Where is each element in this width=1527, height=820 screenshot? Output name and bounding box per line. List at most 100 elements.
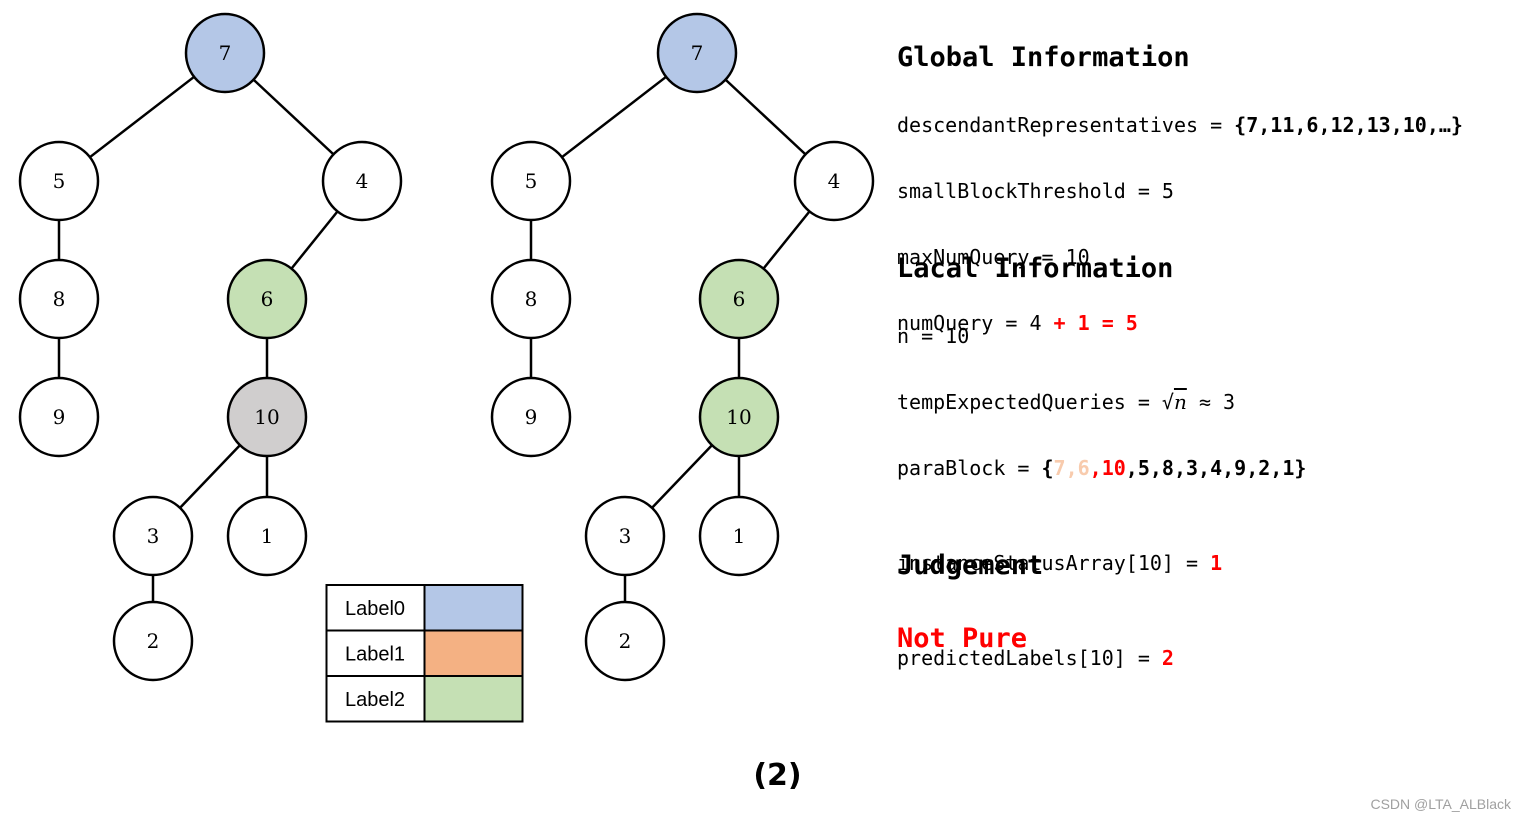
legend-label: Label0: [345, 598, 405, 620]
node-label: 10: [254, 405, 279, 429]
node-circle: [698, 376, 780, 458]
legend-row: Label2: [325, 675, 524, 723]
global-info: Global Information descendantRepresentat…: [897, 4, 1463, 356]
tree-node: 2: [112, 600, 194, 682]
judgement-heading: Judgement: [897, 550, 1044, 581]
node-label: 6: [733, 287, 746, 311]
node-circle: [184, 12, 266, 94]
node-label: 3: [147, 524, 160, 548]
node-circle: [656, 12, 738, 94]
tree-edge: [651, 444, 713, 509]
node-circle: [584, 495, 666, 577]
node-circle: [18, 258, 100, 340]
tree-node: 3: [112, 495, 194, 577]
tree-node: 3: [584, 495, 666, 577]
tree-nodes: 7 5 4 8 6 9 10 3 1 2 7 5 4 8 6 9 10 3 1 2: [18, 12, 875, 682]
tree-node: 5: [490, 140, 572, 222]
node-circle: [490, 258, 572, 340]
node-circle: [112, 600, 194, 682]
legend-label-cell: [325, 584, 426, 632]
legend-row: Label1: [325, 629, 524, 677]
node-label: 8: [53, 287, 66, 311]
node-circle: [112, 495, 194, 577]
judgement-section: Judgement Not Pure: [897, 512, 1043, 673]
node-label: 1: [733, 524, 746, 548]
small-block-threshold: smallBlockThreshold = 5: [897, 179, 1174, 203]
predicted-labels: predictedLabels[10] = 2: [897, 646, 1174, 670]
tree-node: 6: [226, 258, 308, 340]
tree-node: 8: [18, 258, 100, 340]
node-label: 7: [219, 41, 232, 65]
node-circle: [18, 376, 100, 458]
node-label: 1: [261, 524, 274, 548]
node-circle: [18, 140, 100, 222]
descendant-representatives: descendantRepresentatives = {7,11,6,12,1…: [897, 113, 1463, 137]
node-circle: [490, 376, 572, 458]
tree-node: 7: [656, 12, 738, 94]
node-label: 6: [261, 287, 274, 311]
max-num-query: maxNumQuery = 10: [897, 245, 1090, 269]
node-label: 2: [619, 629, 632, 653]
tree-node: 6: [698, 258, 780, 340]
figure-caption: (2): [753, 758, 802, 793]
tree-node: 4: [321, 140, 403, 222]
node-label: 9: [53, 405, 66, 429]
tree-node: 5: [18, 140, 100, 222]
node-circle: [321, 140, 403, 222]
para-block: paraBlock = {7,6,10,5,8,3,4,9,2,1}: [897, 456, 1307, 480]
local-heading: Lacal Information: [897, 253, 1174, 284]
tree-node: 9: [18, 376, 100, 458]
legend-color-swatch: [423, 584, 524, 632]
tree-node: 10: [226, 376, 308, 458]
tree-edge: [89, 75, 195, 159]
node-circle: [226, 376, 308, 458]
node-label: 10: [726, 405, 751, 429]
tree-node: 10: [698, 376, 780, 458]
node-label: 5: [525, 169, 538, 193]
instance-status: instanceStatusArray[10] = 1: [897, 551, 1223, 575]
tree-node: 4: [793, 140, 875, 222]
node-circle: [226, 258, 308, 340]
tree-node: 8: [490, 258, 572, 340]
local-info: Lacal Information n = 10 tempExpectedQue…: [897, 215, 1306, 691]
tree-node: 2: [584, 600, 666, 682]
n-value: n = 10: [897, 324, 970, 348]
tree-edge: [252, 78, 335, 156]
node-label: 9: [525, 405, 538, 429]
node-circle: [490, 140, 572, 222]
node-label: 7: [691, 41, 704, 65]
sqrt-symbol: √: [1161, 390, 1174, 414]
num-query: numQuery = 4 + 1 = 5: [897, 311, 1138, 335]
tree-edge: [179, 444, 241, 509]
legend-label: Label2: [345, 689, 405, 711]
watermark: CSDN @LTA_ALBlack: [1370, 796, 1511, 812]
global-heading: Global Information: [897, 42, 1190, 73]
legend-label-cell: [325, 675, 426, 723]
legend-label: Label1: [345, 644, 405, 666]
tree-edges: [57, 75, 811, 602]
legend-row: Label0: [325, 584, 524, 632]
legend-color-swatch: [423, 675, 524, 723]
tree-edge: [762, 210, 811, 270]
node-label: 4: [828, 169, 841, 193]
legend-color-swatch: [423, 629, 524, 677]
node-label: 8: [525, 287, 538, 311]
tree-edge: [561, 75, 667, 159]
node-label: 3: [619, 524, 632, 548]
tree-node: 7: [184, 12, 266, 94]
node-circle: [584, 600, 666, 682]
node-label: 2: [147, 629, 160, 653]
tree-node: 1: [226, 495, 308, 577]
tree-edge: [724, 78, 807, 156]
node-circle: [226, 495, 308, 577]
node-circle: [698, 495, 780, 577]
node-circle: [698, 258, 780, 340]
node-label: 4: [356, 169, 369, 193]
node-label: 5: [53, 169, 66, 193]
judgement-result: Not Pure: [897, 623, 1028, 654]
tree-node: 1: [698, 495, 780, 577]
tree-edge: [290, 210, 339, 270]
temp-expected-queries: tempExpectedQueries = √n ≈ 3: [897, 390, 1236, 414]
